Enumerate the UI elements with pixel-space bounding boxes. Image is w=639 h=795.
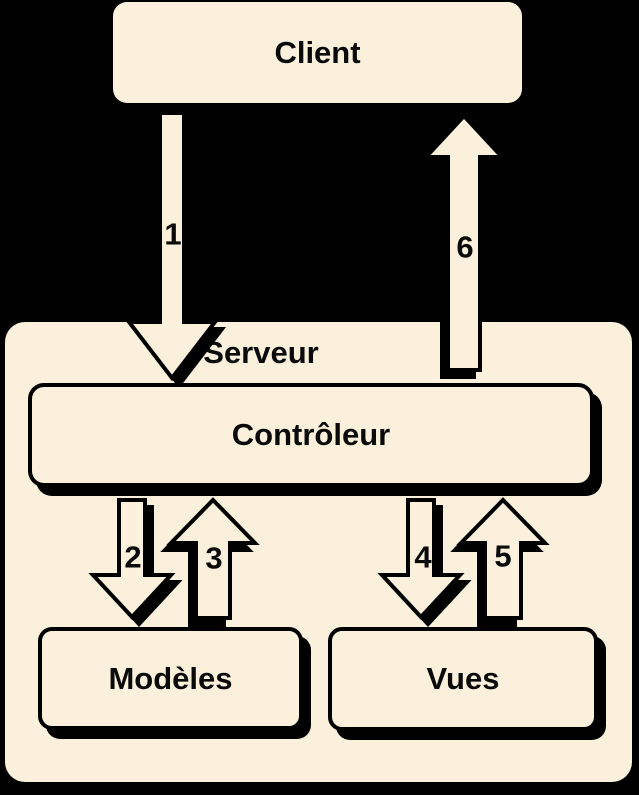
arrow-3-label: 3: [205, 540, 223, 576]
controller-label: Contrôleur: [231, 417, 391, 452]
arrow-5-views-to-controller: [456, 497, 550, 620]
models-label: Modèles: [108, 660, 233, 696]
arrow-6-controller-to-client: [421, 113, 507, 372]
client-box: Client: [113, 2, 522, 103]
arrow-4-label: 4: [414, 539, 432, 575]
views-label: Vues: [426, 661, 500, 696]
arrow-5-label: 5: [494, 538, 512, 574]
arrow-2-label: 2: [124, 539, 142, 575]
views-box: Vues: [328, 627, 598, 731]
arrow-2-controller-to-models: [88, 498, 176, 620]
controller-box: Contrôleur: [28, 383, 594, 487]
client-label: Client: [274, 34, 361, 70]
server-label: Serveur: [203, 335, 319, 370]
arrow-4-controller-to-views: [377, 498, 465, 620]
arrow-6-label: 6: [456, 229, 474, 265]
arrow-1-label: 1: [164, 216, 182, 252]
models-box: Modèles: [38, 627, 303, 730]
arrow-3-models-to-controller: [166, 497, 260, 620]
arrow-1-client-to-controller: [124, 111, 220, 382]
